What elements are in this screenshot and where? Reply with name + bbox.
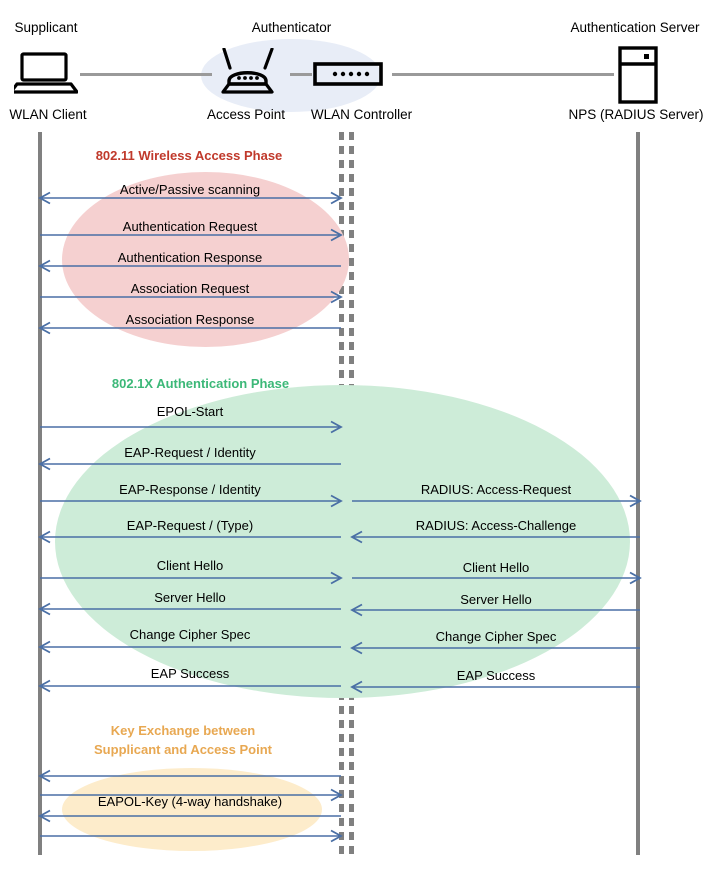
message-label: Authentication Request — [122, 219, 258, 234]
message-arrow — [38, 640, 341, 654]
actor-role-authentication-server: Authentication Server — [570, 20, 700, 35]
lifeline-authentication-server — [636, 132, 640, 855]
message-arrow — [38, 321, 341, 335]
message-label: Change Cipher Spec — [129, 627, 251, 642]
message-arrow — [352, 494, 642, 508]
wireless-router-icon — [215, 47, 287, 101]
actor-role-authenticator: Authenticator — [251, 20, 332, 35]
wire-client-to-ap — [80, 73, 212, 76]
message-arrow — [350, 680, 640, 694]
message-label: Change Cipher Spec — [435, 629, 557, 644]
actor-device-nps-radius-server: NPS (RADIUS Server) — [568, 107, 704, 122]
message-arrow — [40, 228, 343, 242]
message-label: EAP-Request / Identity — [124, 445, 256, 460]
message-arrow — [352, 571, 642, 585]
message-arrow — [40, 829, 343, 843]
message-arrow — [38, 602, 341, 616]
phase-caption-key-exchange-line2: Supplicant and Access Point — [94, 742, 272, 757]
message-label: Client Hello — [462, 560, 530, 575]
message-arrow — [38, 259, 341, 273]
message-label: Authentication Response — [117, 250, 263, 265]
message-arrow — [350, 641, 640, 655]
message-arrow — [38, 679, 341, 693]
message-label: EAPOL-Key (4-way handshake) — [97, 794, 283, 809]
message-arrow — [38, 457, 341, 471]
message-label: EPOL-Start — [156, 404, 224, 419]
message-label: Active/Passive scanning — [119, 182, 261, 197]
actor-role-supplicant: Supplicant — [14, 20, 78, 35]
actor-device-access-point: Access Point — [206, 107, 286, 122]
server-icon — [617, 46, 659, 109]
phase-caption-key-exchange-line1: Key Exchange between — [110, 723, 256, 738]
lifeline-supplicant — [38, 132, 42, 855]
message-label: EAP-Response / Identity — [119, 482, 261, 497]
message-arrow — [40, 788, 343, 802]
message-label: Association Response — [125, 312, 255, 327]
phase-ellipse-key-exchange — [62, 768, 322, 851]
message-label: EAP-Request / (Type) — [126, 518, 254, 533]
message-arrow — [40, 571, 343, 585]
actor-device-wlan-client: WLAN Client — [9, 107, 87, 122]
message-arrow — [38, 530, 341, 544]
laptop-icon — [9, 52, 79, 99]
message-arrow — [350, 530, 640, 544]
message-arrow — [38, 191, 343, 205]
message-arrow — [40, 494, 343, 508]
message-arrow — [350, 603, 640, 617]
wire-ap-to-controller — [290, 73, 312, 76]
message-label: EAP Success — [456, 668, 536, 683]
phase-caption-dot1x-authentication: 802.1X Authentication Phase — [111, 376, 290, 391]
message-label: Server Hello — [154, 590, 226, 605]
message-label: RADIUS: Access-Request — [420, 482, 572, 497]
message-arrow — [38, 809, 341, 823]
phase-caption-wireless-access: 802.11 Wireless Access Phase — [95, 148, 283, 163]
wire-controller-to-server — [392, 73, 614, 76]
message-label: Client Hello — [156, 558, 224, 573]
message-label: Association Request — [130, 281, 250, 296]
phase-ellipse-wireless-access — [62, 172, 349, 347]
actor-device-wlan-controller: WLAN Controller — [310, 107, 413, 122]
message-label: Server Hello — [460, 592, 532, 607]
message-arrow — [40, 420, 343, 434]
message-arrow — [40, 290, 343, 304]
message-label: EAP Success — [150, 666, 230, 681]
switch-icon — [313, 62, 383, 91]
message-label: RADIUS: Access-Challenge — [415, 518, 577, 533]
phase-ellipse-dot1x-authentication — [55, 385, 630, 698]
message-arrow — [38, 769, 341, 783]
